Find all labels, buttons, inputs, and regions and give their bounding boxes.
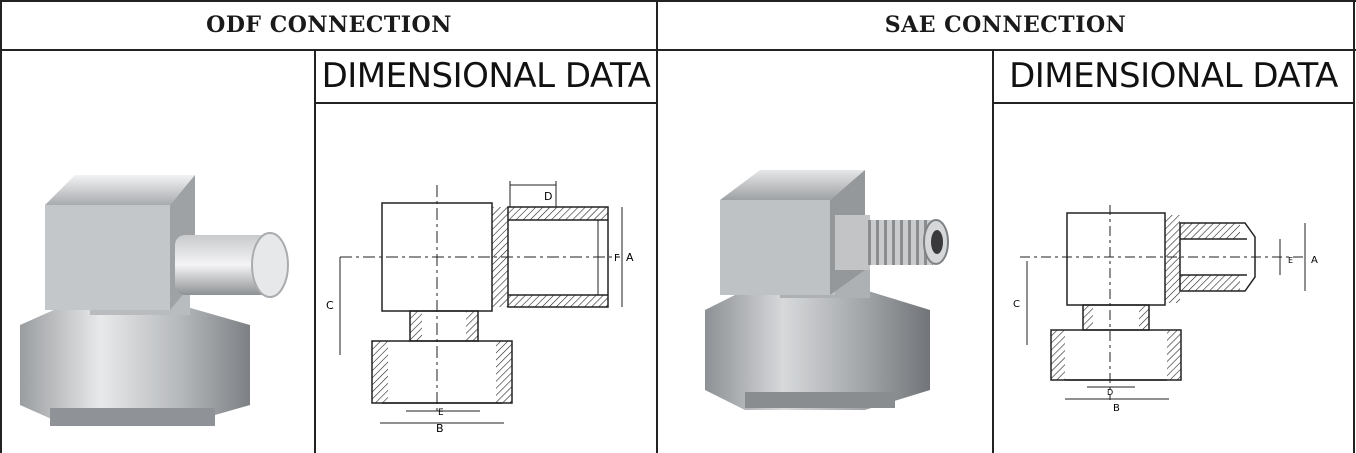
dimension-label-f: F [614,253,620,264]
dim-title-divider-right [992,102,1355,104]
dimensional-data-title-odf: DIMENSIONAL DATA [321,55,651,96]
dimension-label-c: C [1013,299,1020,310]
sae-dimensional-drawing: E A C D B [1013,205,1318,414]
dimensional-data-title-sae: DIMENSIONAL DATA [1009,55,1338,96]
column-divider-right [992,49,994,453]
odf-dimensional-drawing: D F A C E B [326,181,634,435]
dimension-label-b: B [1113,403,1120,414]
dimension-label-c: C [326,299,334,312]
column-divider-center [656,0,658,453]
dimension-label-e: E [438,408,444,418]
dim-title-divider-left [314,102,657,104]
column-divider-left [314,49,316,453]
dimension-label-b: B [436,422,444,435]
sae-flare-elbow-fitting-photo [705,170,949,410]
dimension-label-a: A [1311,255,1318,266]
header-divider [0,49,1356,51]
dimension-label-d: D [1107,388,1113,397]
table-border-left [0,0,2,453]
table-border-right [1353,0,1355,453]
dimension-label-e: E [1288,256,1293,265]
dimension-label-d: D [544,190,552,203]
odf-elbow-fitting-photo [20,175,289,426]
table-border-top [0,0,1356,2]
dimension-label-a: A [626,251,634,264]
odf-connection-header: ODF CONNECTION [206,11,452,38]
sae-connection-header: SAE CONNECTION [884,11,1127,38]
